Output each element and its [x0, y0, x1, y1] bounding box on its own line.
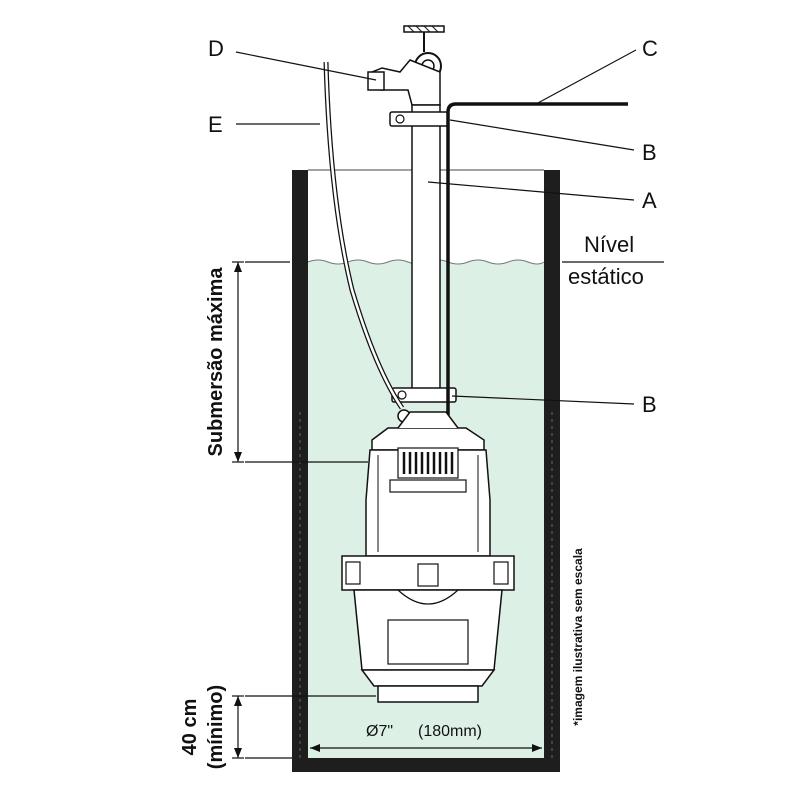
- leader-c: [535, 49, 637, 105]
- submersible-pump: [341, 411, 515, 703]
- not-to-scale-note: *imagem ilustrativa sem escala: [571, 548, 585, 726]
- discharge-fitting: [367, 59, 441, 106]
- label-b-bottom: B: [642, 392, 657, 417]
- dimension-arrows: [234, 262, 542, 758]
- safety-rope: [323, 61, 411, 423]
- callout-leaders: [232, 49, 664, 759]
- min-depth-label-line2: (mínimo): [205, 685, 227, 769]
- label-c: C: [642, 36, 658, 61]
- label-d: D: [208, 36, 224, 61]
- diameter-inches-label: Ø7": [366, 723, 393, 740]
- leader-b-bottom: [451, 395, 635, 405]
- discharge-pipe: [411, 104, 441, 396]
- min-depth-label-line1: 40 cm: [179, 699, 201, 756]
- leader-b-top: [449, 119, 635, 151]
- label-b-top: B: [642, 140, 657, 165]
- leader-a: [427, 181, 635, 201]
- pipe-clamp-top: [389, 111, 449, 127]
- electrical-cable: [446, 102, 628, 420]
- label-e: E: [208, 112, 223, 137]
- max-submersion-label: Submersão máxima: [205, 267, 227, 457]
- label-a: A: [642, 188, 657, 213]
- diameter-mm-label: (180mm): [418, 723, 482, 740]
- leader-d: [235, 51, 377, 81]
- well-casing: [292, 169, 560, 772]
- static-level-label-line2: estático: [568, 264, 644, 289]
- static-level-label-line1: Nível: [584, 232, 634, 257]
